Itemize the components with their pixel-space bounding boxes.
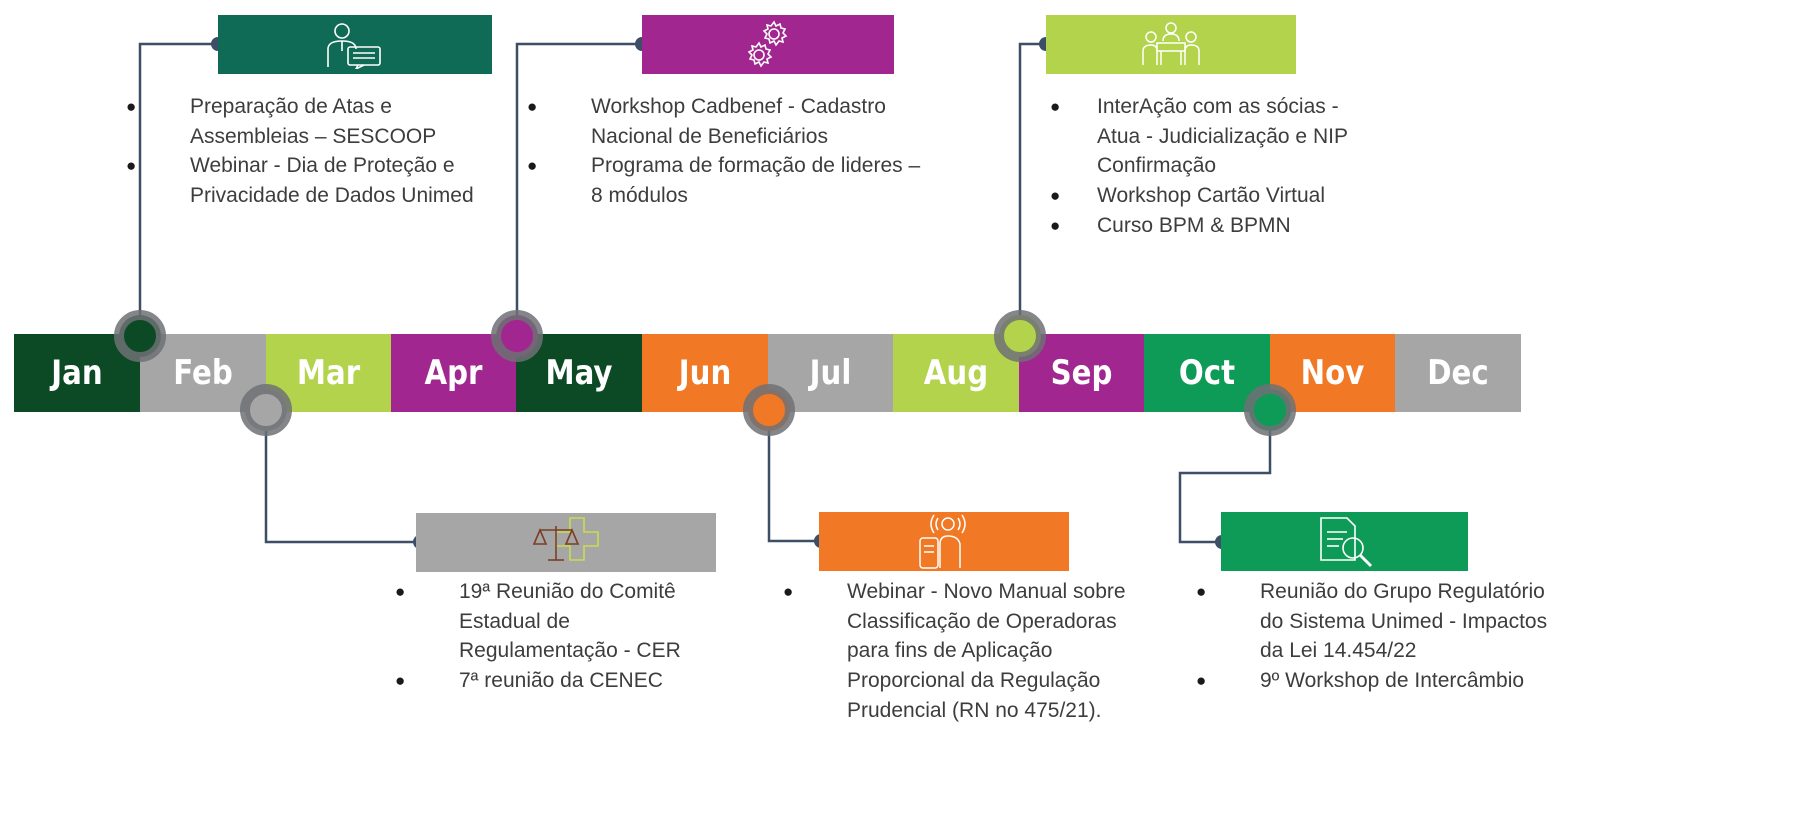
month-label: May [545,353,613,393]
connector-jul [767,410,821,543]
gears-icon [747,19,788,68]
event-item: Reunião do Grupo Regulatório do Sistema … [1196,577,1556,666]
connector-sep [1018,42,1046,336]
month-label: Apr [424,353,483,393]
nov-event-list: Reunião do Grupo Regulatório do Sistema … [1196,577,1556,696]
mar-event-list: 19ª Reunião do Comitê Estadual de Regula… [395,577,725,696]
meeting-icon [1142,21,1200,65]
month-label: Jul [809,353,852,393]
milestone-jan [114,310,166,362]
month-label: Oct [1178,353,1236,393]
event-item: Programa de formação de lideres – 8 módu… [527,151,927,210]
event-item: 7ª reunião da CENEC [395,666,725,696]
month-segment-dec: Dec [1395,334,1521,412]
event-item: Webinar - Dia de Proteção e Privacidade … [126,151,496,210]
may-event-list: Workshop Cadbenef - Cadastro Nacional de… [527,92,927,211]
milestone-nov [1244,384,1296,436]
event-item: Curso BPM & BPMN [1050,211,1370,241]
milestone-jul [743,384,795,436]
connector-nov [1178,410,1272,544]
milestone-may [491,310,543,362]
month-segment-jun: Jun [642,334,768,412]
month-label: Sep [1050,353,1113,393]
nov-header-box [1221,512,1468,571]
document-search-icon [1319,516,1372,567]
sep-header-box [1046,15,1296,74]
connector-may [515,42,642,336]
jan-header-box [218,15,492,74]
month-label: Jan [51,353,103,393]
speaker-phone-icon [919,514,966,569]
event-item: Preparação de Atas e Assembleias – SESCO… [126,92,496,151]
sep-event-list: InterAção com as sócias - Atua - Judicia… [1050,92,1370,241]
month-label: Aug [923,353,989,393]
month-label: Nov [1300,353,1365,393]
event-item: Workshop Cadbenef - Cadastro Nacional de… [527,92,927,151]
event-item: 9º Workshop de Intercâmbio [1196,666,1556,696]
jul-event-list: Webinar - Novo Manual sobre Classificaçã… [783,577,1153,726]
month-label: Jun [678,353,732,393]
month-label: Mar [296,353,361,393]
jan-event-list: Preparação de Atas e Assembleias – SESCO… [126,92,496,211]
connector-jan [138,42,218,336]
month-label: Feb [173,353,233,393]
event-item: InterAção com as sócias - Atua - Judicia… [1050,92,1370,181]
mar-header-box [416,513,716,572]
event-item: Workshop Cartão Virtual [1050,181,1370,211]
month-label: Dec [1427,353,1489,393]
milestone-mar [240,384,292,436]
may-header-box [642,15,894,74]
jul-header-box [819,512,1069,571]
presenter-icon [327,22,381,69]
scales-cross-icon [532,516,599,561]
event-item: 19ª Reunião do Comitê Estadual de Regula… [395,577,725,666]
milestone-sep [994,310,1046,362]
connector-mar [264,410,420,544]
event-item: Webinar - Novo Manual sobre Classificaçã… [783,577,1153,726]
